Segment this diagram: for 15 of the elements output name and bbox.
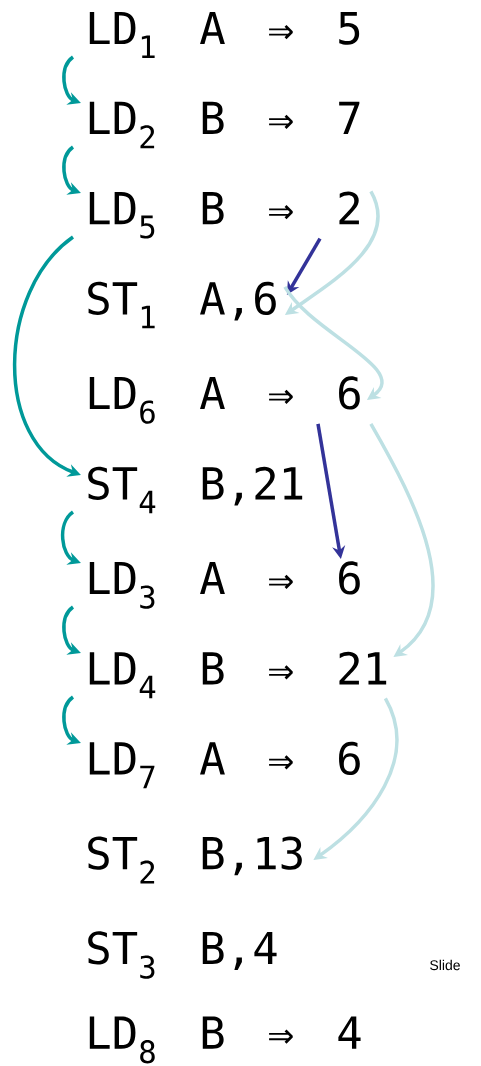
code-line: LD$_{4}$ B ⇒ 21 <box>89 651 387 699</box>
code-line: LD$_{5}$ B ⇒ 2 <box>89 191 359 239</box>
code-line: LD$_{2}$ B ⇒ 7 <box>89 101 360 149</box>
code-line: LD$_{7}$ A ⇒ 6 <box>89 741 360 789</box>
arrow <box>369 423 435 657</box>
code-line: ST$_{2}$ B,13 <box>88 836 302 884</box>
code-line: LD$_{6}$ A ⇒ 6 <box>89 376 360 424</box>
code-line: LD$_{8}$ B ⇒ 4 <box>89 1016 361 1064</box>
arrow <box>283 286 384 400</box>
code-line: LD$_{1}$ A ⇒ 5 <box>89 12 360 58</box>
code-line: ST$_{4}$ B,21 <box>88 466 303 514</box>
code-line: ST$_{3}$ B,4 <box>88 931 277 979</box>
code-line: ST$_{1}$ A,6 <box>88 281 276 329</box>
slide-label: Slide <box>430 959 460 971</box>
code-line: LD$_{3}$ A ⇒ 6 <box>89 561 360 609</box>
